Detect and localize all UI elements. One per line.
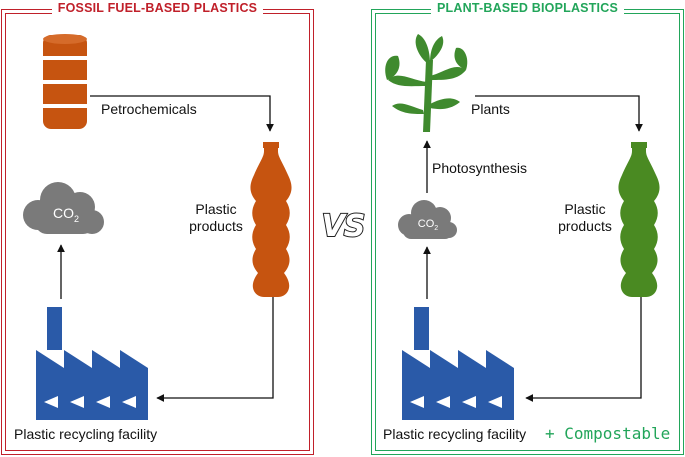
plant-co2-text: CO: [417, 218, 435, 230]
plant-plastic-products-label: Plastic products: [554, 201, 616, 235]
plant-panel: PLANT-BASED BIOPLASTICS: [371, 1, 684, 455]
plants-label: Plants: [471, 101, 510, 117]
fossil-co2-cloud-icon: [23, 182, 104, 234]
arrow-bottle-to-factory-plant: [525, 297, 642, 402]
plant-co2-label: CO2: [404, 218, 452, 232]
photosynthesis-label: Photosynthesis: [432, 160, 527, 176]
arrow-petro-to-bottle: [90, 95, 274, 132]
fossil-panel: FOSSIL FUEL-BASED PLASTICS: [1, 1, 314, 455]
fossil-co2-text: CO: [52, 205, 74, 221]
plant-title: PLANT-BASED BIOPLASTICS: [371, 0, 684, 16]
plant-co2-subscript: 2: [434, 225, 439, 233]
fossil-plastic-products-label: Plastic products: [186, 201, 246, 235]
compostable-label: + Compostable: [545, 424, 671, 443]
plant-co2-cloud-icon: [398, 200, 457, 239]
arrow-bottle-to-factory: [156, 297, 274, 402]
fossil-co2-label: CO2: [38, 205, 94, 224]
fossil-recycling-label: Plastic recycling facility: [14, 426, 158, 442]
fossil-plastic-products-line2: products: [189, 218, 243, 234]
fossil-plastic-products-line1: Plastic: [195, 201, 237, 217]
plant-recycling-label: Plastic recycling facility: [383, 426, 527, 442]
plant-plastic-products-line2: products: [558, 218, 612, 234]
petrochemicals-label: Petrochemicals: [101, 101, 197, 117]
vs-label: VS: [321, 209, 367, 244]
plant-title-text: PLANT-BASED BIOPLASTICS: [431, 1, 624, 15]
fossil-title-text: FOSSIL FUEL-BASED PLASTICS: [51, 1, 264, 15]
plant-factory-icon: [402, 307, 514, 420]
fossil-co2-subscript: 2: [73, 213, 79, 224]
plant-plastic-bottle-icon: [618, 142, 660, 297]
plant-icon: [385, 34, 468, 132]
fossil-plastic-bottle-icon: [250, 142, 292, 297]
plant-plastic-products-line1: Plastic: [564, 201, 606, 217]
oil-barrel-icon: [43, 34, 87, 129]
fossil-title: FOSSIL FUEL-BASED PLASTICS: [1, 0, 314, 16]
fossil-factory-icon: [36, 307, 148, 420]
arrow-plants-to-bottle: [475, 95, 643, 132]
